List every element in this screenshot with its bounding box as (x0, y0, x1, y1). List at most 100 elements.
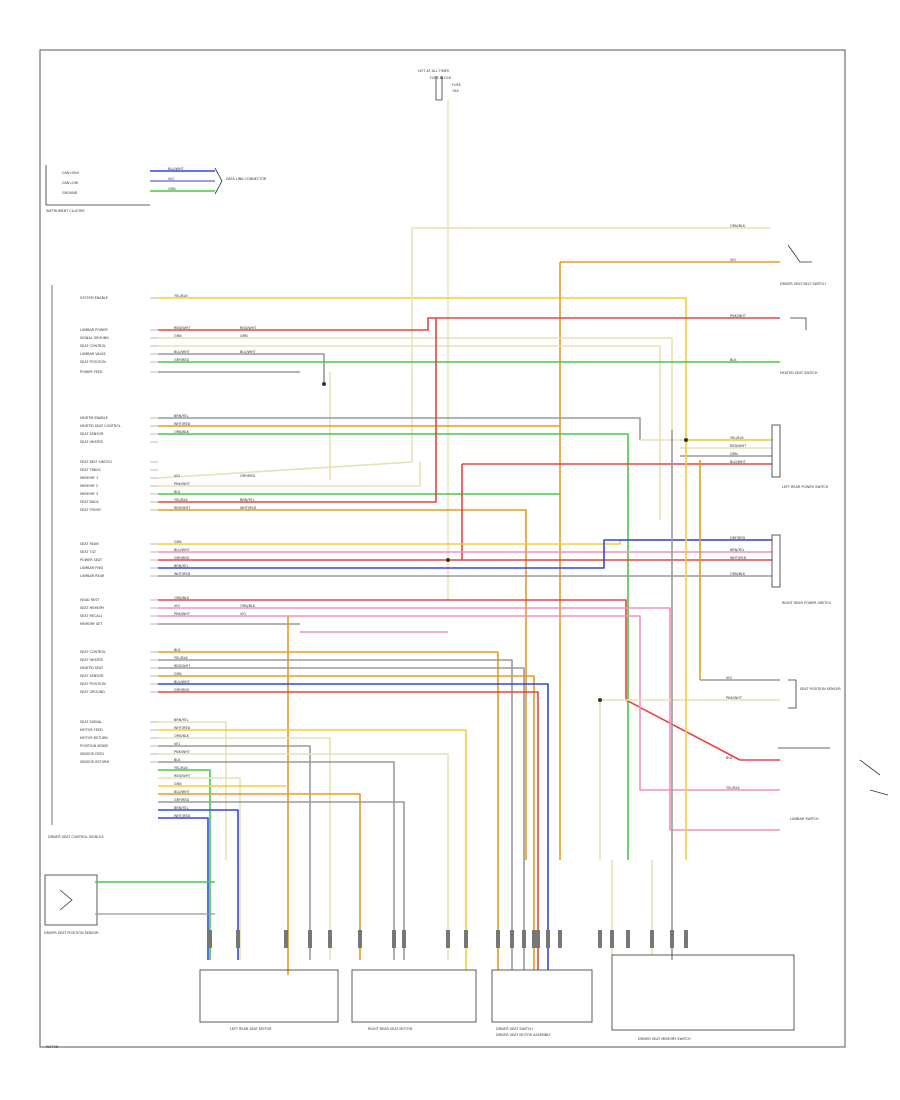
wire-code: YEL/BLK (174, 766, 188, 770)
connector-pin (446, 930, 450, 948)
wire-code: BLK (174, 648, 181, 652)
pin-label: HEATER ENABLE (80, 416, 108, 420)
connector-pin (532, 930, 536, 948)
pin-label: SEAT HEATER (80, 658, 103, 662)
right-top-switch-symbol (787, 244, 812, 263)
wire-code: GRY/RED (240, 474, 255, 478)
pin-label: HEATED SEAT (80, 666, 104, 670)
wire-code: WHT/RED (240, 506, 257, 510)
connector-pin (402, 930, 406, 948)
wire-code: VIO (174, 604, 180, 608)
wire-code: WHT/RED (174, 422, 191, 426)
connector-pin (358, 930, 362, 948)
rear-sensor-symbol (788, 679, 797, 709)
fuse-label-a: FUSE (452, 83, 461, 87)
wire-code: BRN/YEL (174, 718, 189, 722)
wire-code: GRY/RED (174, 798, 189, 802)
wire-orange (158, 675, 535, 970)
wire-pink (158, 607, 780, 831)
connector-pin (558, 930, 562, 948)
pin-label: MEMORY SET (80, 622, 103, 626)
footer-code: W0746 (46, 1045, 58, 1049)
driver-seat-position-label: DRIVER SEAT POSITION SENSOR (44, 931, 99, 935)
wire-code: GRN (174, 334, 182, 338)
wire-code: GRN (174, 782, 182, 786)
wire-code: BRN/YEL (174, 564, 189, 568)
connector-pin (392, 930, 396, 948)
wire-code: BLK (174, 490, 181, 494)
instrument-cluster-label: INSTRUMENT CLUSTER (46, 209, 85, 213)
pin-label: MOTOR FEED (80, 728, 103, 732)
wire-blue (158, 817, 209, 960)
pin-label: SEAT POSITION (80, 360, 106, 364)
connector-pin (308, 930, 312, 948)
cluster-wire-code-3: GRN (168, 187, 176, 191)
pin-label: SEAT CONTROL (80, 344, 106, 348)
wire-light (158, 345, 661, 520)
wire-code: BLU/WHT (240, 350, 257, 354)
wire-code: YEL/BLK (730, 436, 744, 440)
wire-code: RED/WHT (174, 664, 191, 668)
wire-gray (158, 659, 513, 970)
connector-pin (626, 930, 630, 948)
cluster-line-2: CAN LOW (62, 181, 79, 185)
wire-code: GRY/RED (174, 688, 189, 692)
wire-code: GRY/RED (174, 556, 189, 560)
wire-code: ORN/BLK (174, 734, 190, 738)
rear-sensor-label: SEAT POSITION SENSOR (800, 687, 841, 691)
pin-label: SEAT CONTROL (80, 650, 106, 654)
pin-label: POWER FEED (80, 370, 103, 374)
splice-dot (322, 382, 326, 386)
pin-label: SEAT MEMORY (80, 606, 105, 610)
cluster-connector (214, 167, 223, 195)
pin-label: SEAT TILT (80, 550, 97, 554)
fuse-label-b: 15A (452, 89, 459, 93)
wire-pink (158, 615, 780, 791)
wire-light (158, 721, 227, 860)
wire-code: BLU/WHT (730, 460, 747, 464)
wire-gray (158, 667, 525, 970)
pin-label: SEAT BELT SWITCH (80, 460, 112, 464)
wire-blue (158, 683, 549, 970)
wire-orange (158, 793, 361, 960)
connector-pin (684, 930, 688, 948)
wire-harness: YEL/BLK RED/WHT GRN BLU/WHT GRY/RED BRN/YEL WH… (157, 224, 780, 975)
pin-label: SEAT BACK (80, 500, 99, 504)
wire-code: RED/WHT (174, 774, 191, 778)
wire-light (158, 777, 241, 960)
lumbar-switch-label: LUMBAR SWITCH (790, 817, 819, 821)
wire-green (158, 433, 629, 860)
wire-yellow (158, 729, 467, 970)
wire-light (158, 462, 421, 487)
wire-red (158, 318, 437, 503)
wire-code: GRN (240, 334, 248, 338)
connector-pin (650, 930, 654, 948)
pin-label: SEAT TRACK (80, 468, 101, 472)
pin-label: SEAT SIGNAL (80, 720, 102, 724)
connector-pin (510, 930, 514, 948)
driver-seat-memory-label: DRIVER SEAT MEMORY SWITCH (638, 1037, 691, 1041)
wire-code: PNK/WHT (730, 314, 747, 318)
right-rear-switch-connector (771, 534, 781, 588)
connector-pin (236, 930, 240, 948)
wire-code: VIO (240, 612, 246, 616)
connector-pin (208, 930, 212, 948)
driver-seat-module-label: DRIVER SEAT CONTROL MODULE (48, 835, 104, 839)
pin-label: SEAT HEATER (80, 440, 103, 444)
wire-code: YEL/BLK (726, 786, 740, 790)
wire-code: RED/WHT (174, 326, 191, 330)
wire-code: ORN/BLK (240, 604, 256, 608)
lumbar-switch-symbol (778, 747, 889, 796)
wire-code: GRN (174, 672, 182, 676)
wire-code: BLK (726, 756, 733, 760)
pin-label: SEAT SENSOR (80, 432, 104, 436)
wire-code: BLU/WHT (174, 350, 191, 354)
wire-code: RED/WHT (730, 444, 747, 448)
wire-code: RED/WHT (240, 326, 257, 330)
wire-red (158, 691, 539, 970)
wire-orange (158, 651, 499, 970)
wire-code: WHT/RED (174, 572, 191, 576)
